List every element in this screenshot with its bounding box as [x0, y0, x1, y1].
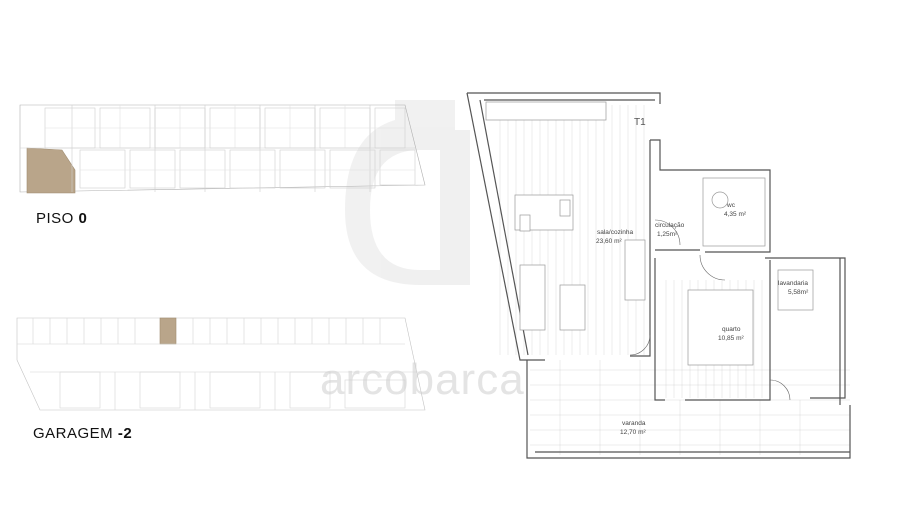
room-name-sala: sala/cozinha: [597, 229, 634, 236]
room-name-quarto: quarto: [722, 326, 741, 333]
room-area-wc: 4,35 m²: [724, 211, 747, 218]
piso-word: PISO: [36, 210, 74, 227]
highlighted-parking-space: [159, 317, 177, 345]
highlighted-unit-piso: [26, 147, 76, 194]
logo-watermark: [345, 100, 470, 285]
room-area-quarto: 10,85 m²: [718, 335, 744, 342]
unit-t1-plan: sala/cozinha 23,60 m² circulação 1,25m² …: [466, 92, 851, 459]
piso-number: 0: [78, 210, 88, 227]
garagem-label: GARAGEM -2: [33, 425, 132, 442]
room-area-lavandaria: 5,58m²: [788, 289, 809, 296]
garagem-word: GARAGEM: [33, 425, 114, 442]
piso-label: PISO 0: [36, 210, 87, 227]
room-area-sala: 23,60 m²: [596, 238, 622, 245]
piso-0-plan: [19, 104, 426, 194]
room-name-circulacao: circulação: [655, 222, 685, 229]
room-area-varanda: 12,70 m²: [620, 429, 646, 436]
room-area-circulacao: 1,25m²: [657, 231, 678, 238]
room-name-wc: wc: [726, 202, 736, 209]
brand-watermark: arcobarca: [320, 355, 525, 404]
garagem-plan: [16, 317, 426, 411]
room-name-varanda: varanda: [622, 420, 646, 427]
garagem-number: -2: [117, 425, 133, 442]
room-name-lavandaria: lavandaria: [778, 280, 808, 287]
unit-label: T1: [634, 117, 646, 128]
